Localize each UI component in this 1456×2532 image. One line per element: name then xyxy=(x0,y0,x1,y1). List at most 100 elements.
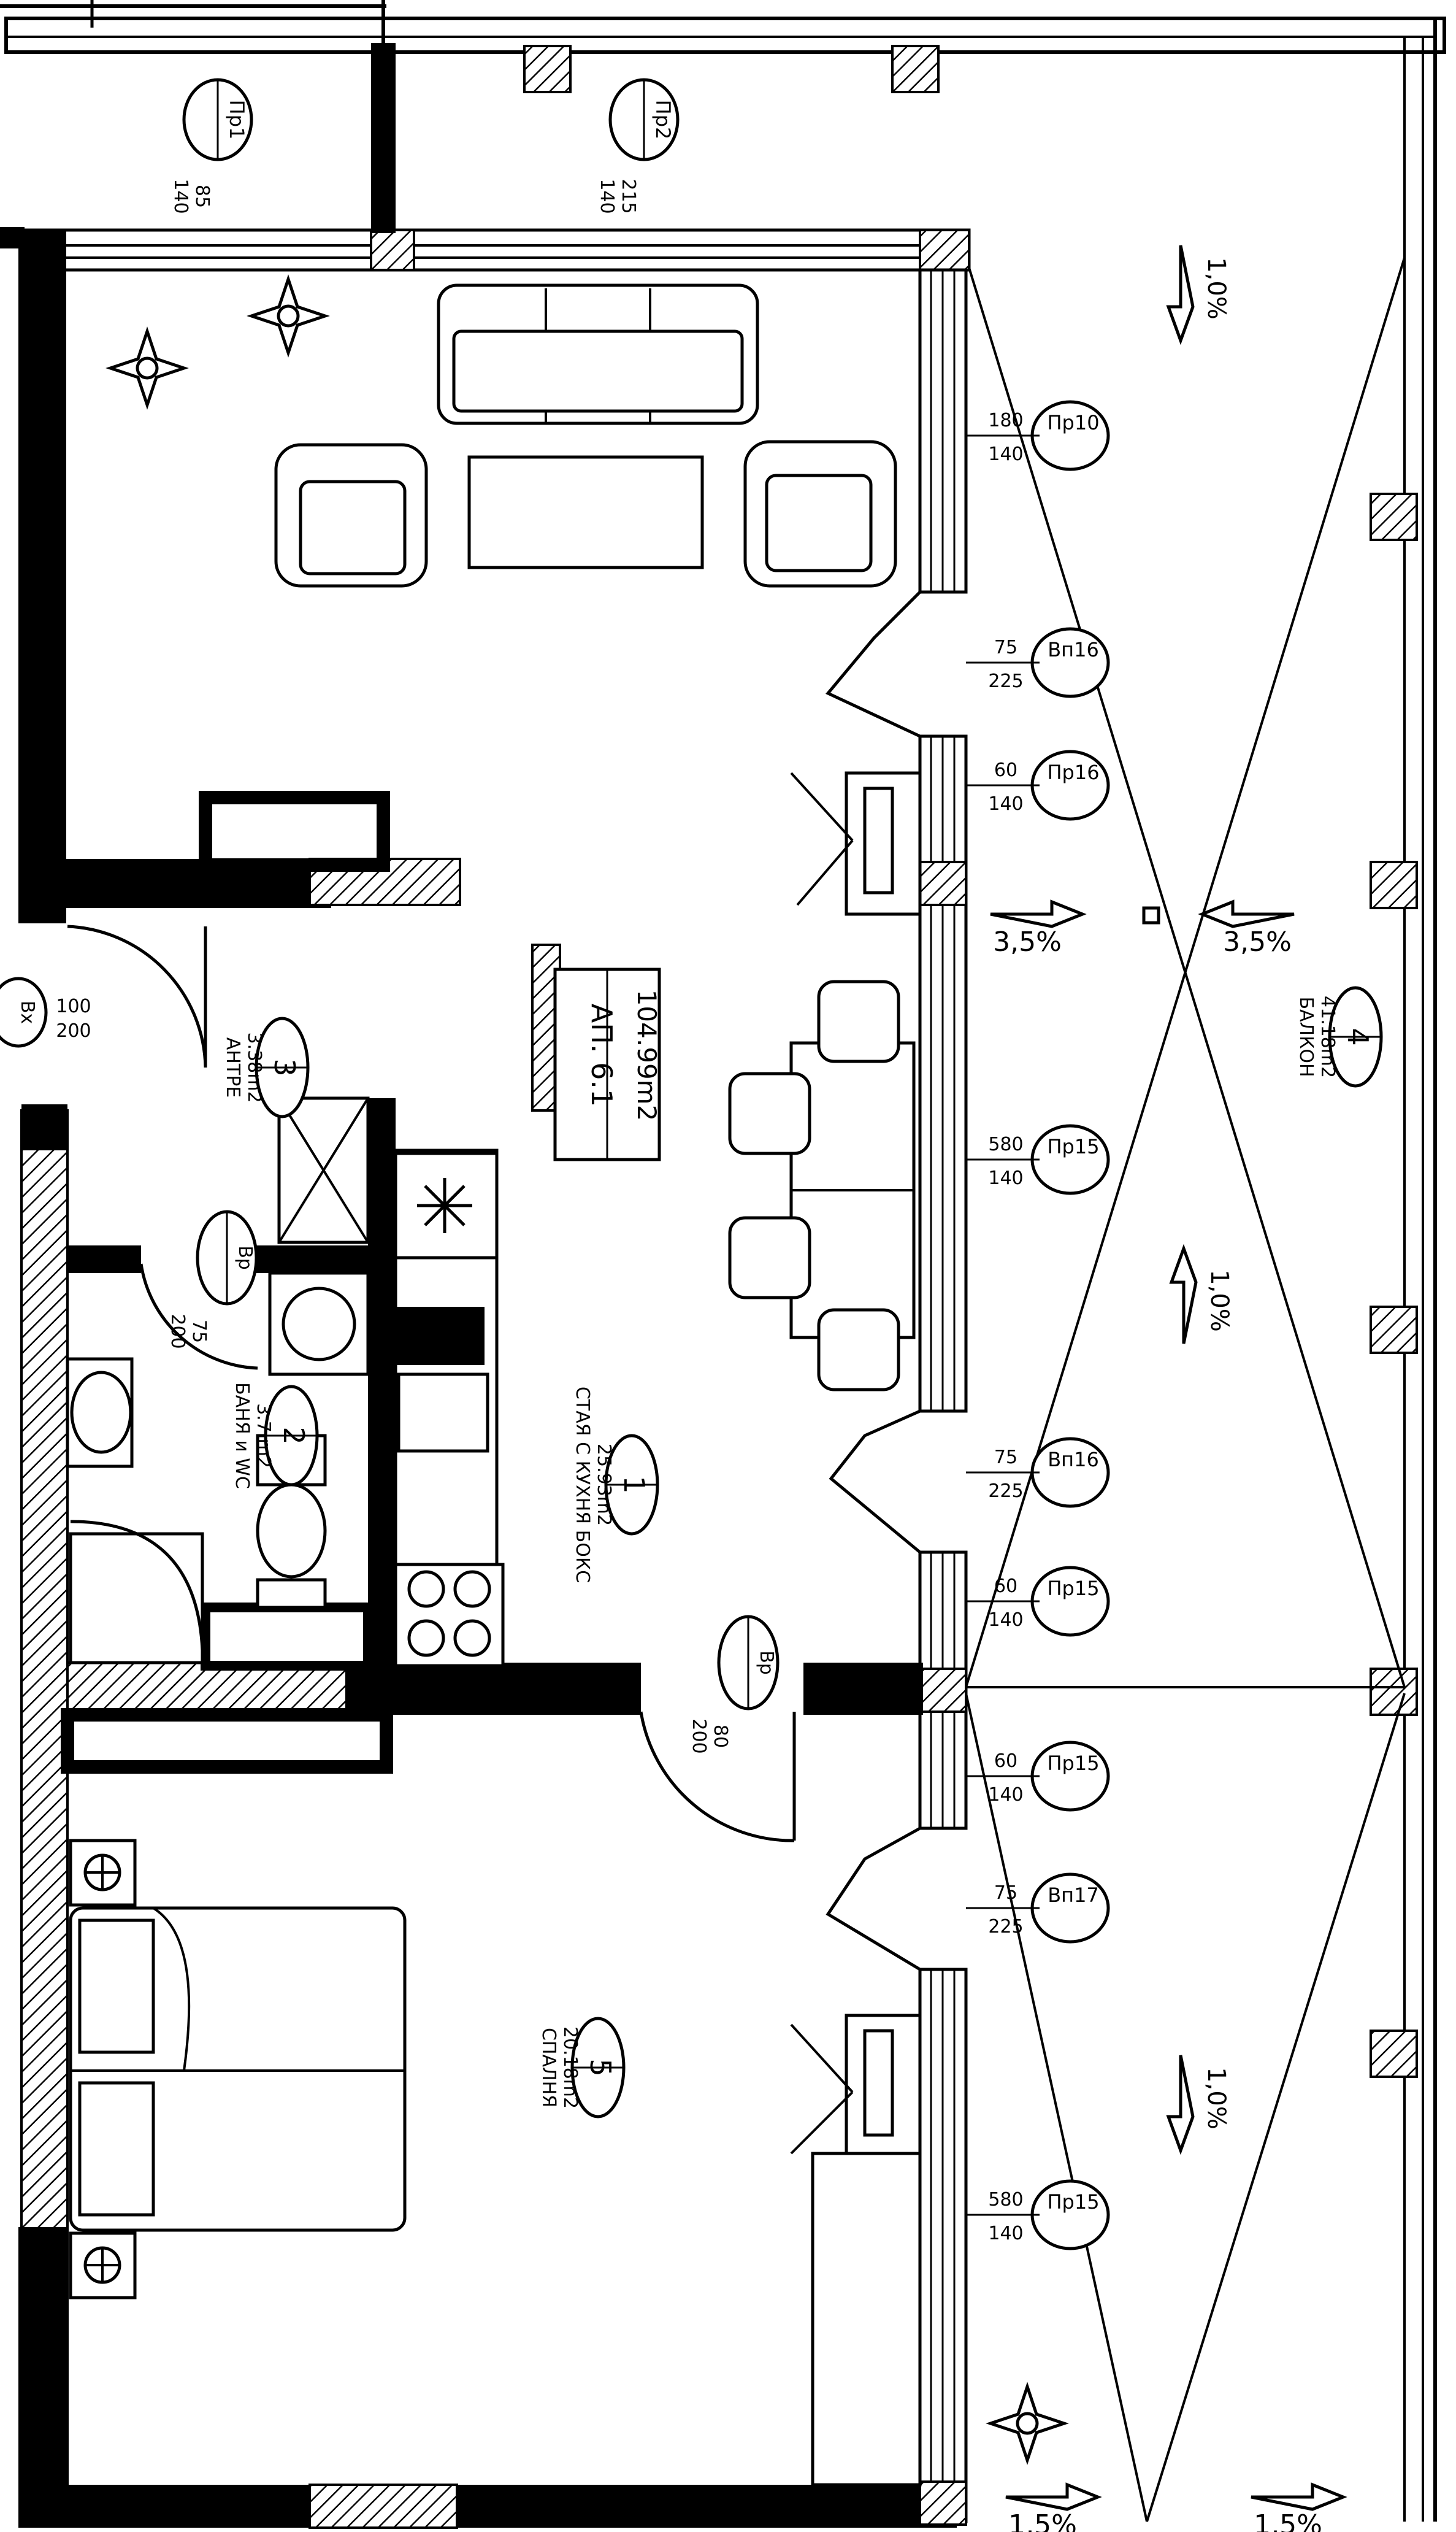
window-height: 140 xyxy=(988,444,1023,465)
apartment-area: 104.99m2 xyxy=(632,990,662,1122)
room-area: 41.18m2 xyxy=(1317,996,1338,1078)
window-height: 140 xyxy=(988,793,1023,815)
dining-chair xyxy=(728,980,900,1391)
window-height: 225 xyxy=(988,671,1023,692)
slope-arrow: 3,5% xyxy=(1198,899,1295,958)
room-area: 3.7 m2 xyxy=(253,1403,274,1468)
slope-arrow: 1,0% xyxy=(1166,245,1230,345)
window-id: Пр15 xyxy=(1047,1577,1099,1600)
slope-arrow: 3,5% xyxy=(990,899,1087,958)
door-bathroom xyxy=(139,1263,258,1370)
window-id: Пр15 xyxy=(1047,1752,1099,1775)
window-tag: Пр15 580 140 xyxy=(966,2179,1110,2250)
window-tag: Пр10 180 140 xyxy=(966,400,1110,471)
room-number: 1 xyxy=(618,1476,651,1493)
window-tag: Вп16 75 225 xyxy=(966,627,1110,698)
apartment-label: АП. 6.1 104.99m2 xyxy=(531,944,662,1161)
window-height: 140 xyxy=(596,179,618,214)
window-id: Пр10 xyxy=(1047,411,1099,434)
room-number: 3 xyxy=(268,1058,301,1076)
slope-value: 3,5% xyxy=(1223,926,1292,958)
slope-value: 1,5% xyxy=(1254,2509,1322,2532)
window-height: 140 xyxy=(988,2223,1023,2244)
room-number: 4 xyxy=(1341,1028,1374,1045)
room-area: 25.93m2 xyxy=(593,1444,615,1526)
bedroom-desk xyxy=(790,2014,922,2487)
slope-arrow: 1,5% xyxy=(1005,2482,1102,2532)
window-height: 140 xyxy=(988,1609,1023,1631)
washbasin xyxy=(66,1357,134,1468)
slope-arrow: 1,0% xyxy=(1169,1244,1233,1344)
door-entrance xyxy=(67,925,207,1068)
door-id: Вр xyxy=(756,1650,777,1675)
window-width: 75 xyxy=(994,637,1017,658)
nightstand-icon xyxy=(69,1839,137,2299)
wardrobe xyxy=(268,1096,370,1376)
door-bedroom xyxy=(639,1711,796,1842)
slope-arrow: 1,0% xyxy=(1166,2055,1230,2155)
window-width: 580 xyxy=(988,2189,1023,2211)
window-id: Вп16 xyxy=(1048,638,1099,661)
window-height: 140 xyxy=(988,1168,1023,1189)
door-width: 80 xyxy=(710,1725,731,1748)
window-width: 75 xyxy=(994,1447,1017,1468)
snowflake-icon xyxy=(417,1178,472,1233)
window-width: 180 xyxy=(988,410,1023,431)
window-id: Пр15 xyxy=(1047,1135,1099,1158)
room-number: 5 xyxy=(584,2058,617,2076)
desk xyxy=(790,771,922,916)
apartment-name: АП. 6.1 xyxy=(585,1004,618,1107)
room-name: СПАЛНЯ xyxy=(538,2028,559,2107)
room-name: СТАЯ С КУХНЯ БОКС xyxy=(572,1387,593,1583)
plant-icon xyxy=(247,274,330,358)
window-width: 60 xyxy=(994,760,1017,781)
window-width: 60 xyxy=(994,1576,1017,1597)
window-id: Пр16 xyxy=(1047,761,1099,784)
armchair-left xyxy=(274,443,428,588)
kitchen-counter xyxy=(394,1149,505,1668)
bed xyxy=(69,1906,407,2232)
slope-value: 1,5% xyxy=(1008,2509,1077,2532)
room-number: 2 xyxy=(277,1426,310,1444)
window-width: 60 xyxy=(994,1750,1017,1772)
window-height: 225 xyxy=(988,1916,1023,1937)
balcony-columns xyxy=(523,45,1418,2078)
window-tag: Пр15 60 140 xyxy=(966,1566,1110,1637)
door-width: 75 xyxy=(188,1320,210,1343)
room-area: 3.38m2 xyxy=(243,1032,265,1102)
plant-icon xyxy=(986,2382,1069,2465)
slope-arrow: 1,5% xyxy=(1251,2482,1347,2532)
slope-value: 1,0% xyxy=(1205,1269,1233,1332)
room-area: 20.18m2 xyxy=(559,2026,581,2109)
dining-table xyxy=(789,1041,916,1339)
door-width: 100 xyxy=(56,996,91,1017)
window-id: Пр15 xyxy=(1047,2190,1099,2214)
door-id: Вр xyxy=(234,1245,256,1270)
balcony-doors xyxy=(826,591,921,1971)
plant-icon xyxy=(105,326,189,410)
slope-value: 1,0% xyxy=(1202,2067,1230,2130)
sofa xyxy=(437,283,759,425)
window-width: 85 xyxy=(191,185,213,208)
window-height: 140 xyxy=(170,179,191,214)
slope-value: 1,0% xyxy=(1202,257,1230,320)
room-name: БАЛКОН xyxy=(1295,996,1317,1077)
walls xyxy=(0,43,971,2529)
window-tags: Пр185140Пр2215140Пр10180140Вп1675225Пр16… xyxy=(170,78,1110,2250)
slope-marks: 1,0% 1,0% 3,5% 3,5% 1,0% 1,5% 1,5% xyxy=(990,245,1347,2532)
